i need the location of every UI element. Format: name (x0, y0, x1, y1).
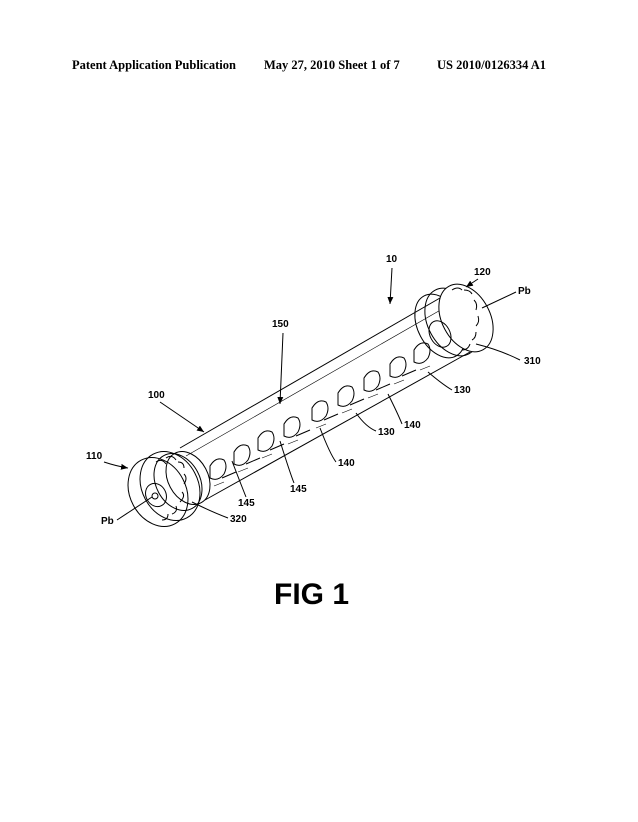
tube-body (180, 298, 470, 500)
right-end-cap (405, 275, 504, 366)
label-320: 320 (230, 514, 247, 525)
label-145-right: 145 (290, 484, 307, 495)
left-end-cap (116, 441, 218, 537)
label-pb-bottom: Pb (101, 516, 114, 527)
label-130-left: 130 (378, 427, 395, 438)
label-120: 120 (474, 267, 491, 278)
label-140-left: 140 (338, 458, 355, 469)
label-100: 100 (148, 390, 165, 401)
figure-caption: FIG 1 (274, 578, 349, 611)
label-140-right: 140 (404, 420, 421, 431)
label-310: 310 (524, 356, 541, 367)
slot-pattern (210, 343, 430, 486)
label-10: 10 (386, 254, 398, 265)
label-150: 150 (272, 319, 289, 330)
label-130-right: 130 (454, 385, 471, 396)
label-145-left: 145 (238, 498, 255, 509)
label-110: 110 (86, 451, 103, 462)
label-pb-top: Pb (518, 286, 531, 297)
